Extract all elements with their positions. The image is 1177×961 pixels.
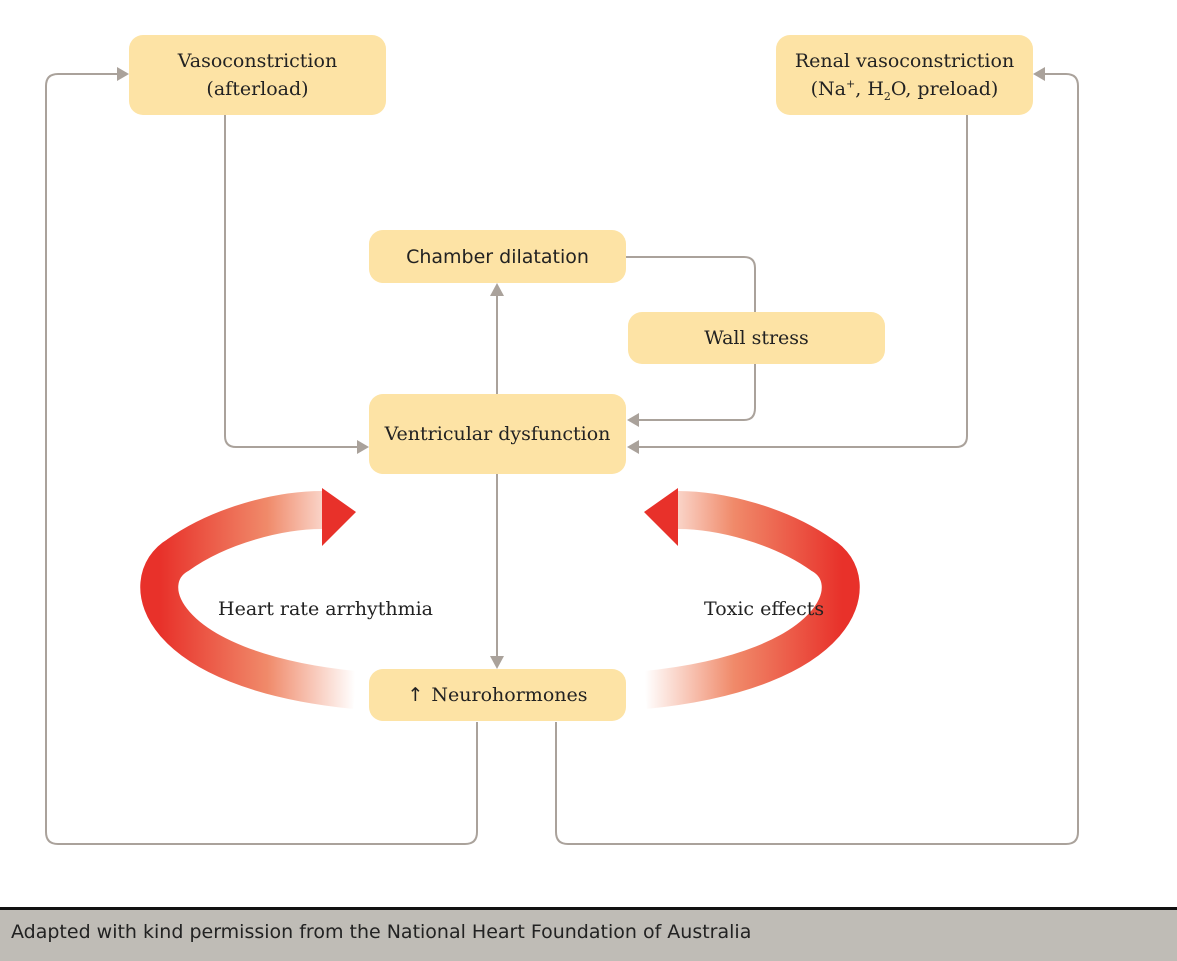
- arrowhead-ventricular-left: [357, 440, 369, 454]
- arrowhead-ventricular-right-renal: [627, 440, 639, 454]
- footer-bar: Adapted with kind permission from the Na…: [0, 907, 1177, 961]
- node-vasoconstriction: Vasoconstriction (afterload): [129, 35, 386, 115]
- arrowhead-chamber: [490, 283, 504, 296]
- node-neurohormones: ↑ Neurohormones: [369, 669, 626, 721]
- wall-stress-label: Wall stress: [704, 327, 809, 349]
- chamber-dilatation-label: Chamber dilatation: [406, 245, 589, 268]
- label-heart-rate-arrhythmia: Heart rate arrhythmia: [218, 598, 433, 620]
- node-wall-stress: Wall stress: [628, 312, 885, 364]
- connector-vasoconstriction-to-ventricular: [224, 115, 360, 448]
- vasoconstriction-line2: (afterload): [206, 78, 309, 100]
- renal-line2: (Na+, H2O, preload): [810, 77, 999, 103]
- connector-chamber-to-wallstress: [626, 256, 756, 312]
- up-arrow-icon: ↑: [407, 684, 424, 706]
- connector-renal-to-ventricular: [636, 115, 968, 448]
- node-ventricular-dysfunction: Ventricular dysfunction: [369, 394, 626, 474]
- ventricular-dysfunction-label: Ventricular dysfunction: [384, 423, 611, 445]
- connector-neurohormones-to-renal: [555, 73, 1079, 845]
- heart-rate-arrow: [140, 488, 357, 709]
- arrowhead-renal: [1033, 67, 1045, 81]
- arrowhead-ventricular-right-wall: [627, 413, 639, 427]
- renal-line1: Renal vasoconstriction: [794, 50, 1015, 72]
- footer-credit: Adapted with kind permission from the Na…: [11, 921, 752, 943]
- connector-wallstress-to-ventricular: [636, 363, 756, 421]
- neurohormones-label: Neurohormones: [431, 684, 588, 706]
- toxic-effects-arrow: [643, 488, 860, 709]
- node-chamber-dilatation: Chamber dilatation: [369, 230, 626, 283]
- arrowhead-vasoconstriction: [117, 67, 129, 81]
- arrowhead-neurohormones: [490, 656, 504, 669]
- connector-neurohormones-to-vasoconstriction: [45, 73, 478, 845]
- node-renal-vasoconstriction: Renal vasoconstriction (Na+, H2O, preloa…: [776, 35, 1033, 115]
- vasoconstriction-line1: Vasoconstriction: [177, 50, 338, 72]
- label-toxic-effects: Toxic effects: [704, 598, 825, 620]
